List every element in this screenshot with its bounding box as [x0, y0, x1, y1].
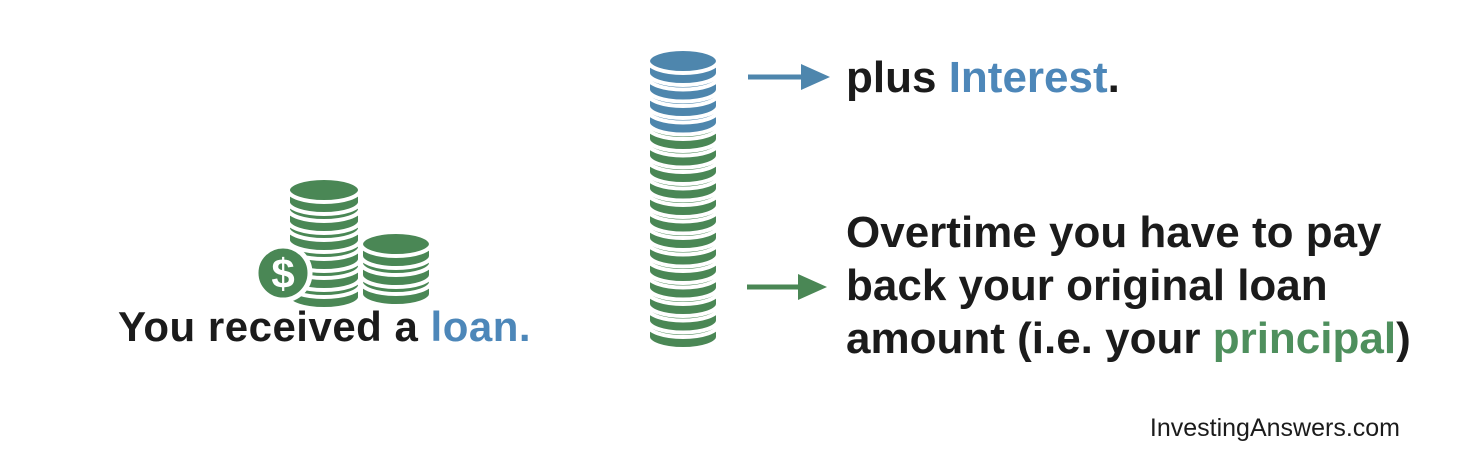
watermark: InvestingAnswers.com — [1149, 414, 1400, 442]
principal-close-paren: ) — [1396, 314, 1411, 363]
principal-highlight: principal — [1212, 314, 1397, 363]
interest-arrow-icon — [748, 64, 830, 90]
coin-column — [646, 47, 720, 351]
dollar-badge-icon: $ — [253, 243, 313, 303]
interest-highlight: Interest — [948, 53, 1108, 102]
interest-text: plus — [846, 53, 949, 102]
principal-line-1: Overtime you have to pay — [846, 208, 1382, 257]
caption-text: You received a — [118, 303, 431, 350]
principal-callout: Overtime you have to pay back your origi… — [846, 206, 1411, 365]
loan-caption: You received a loan. — [118, 303, 531, 351]
coin-stack-short — [359, 230, 433, 308]
interest-period: . — [1107, 53, 1120, 102]
dollar-sign: $ — [271, 250, 294, 297]
principal-line-2: back your original loan — [846, 261, 1328, 310]
principal-line-3-text: amount (i.e. your — [846, 314, 1213, 363]
interest-callout: plus Interest. — [846, 53, 1120, 103]
caption-highlight-loan: loan. — [430, 303, 532, 350]
principal-arrow-icon — [747, 274, 827, 300]
principal-line-3: amount (i.e. your principal) — [846, 312, 1411, 365]
